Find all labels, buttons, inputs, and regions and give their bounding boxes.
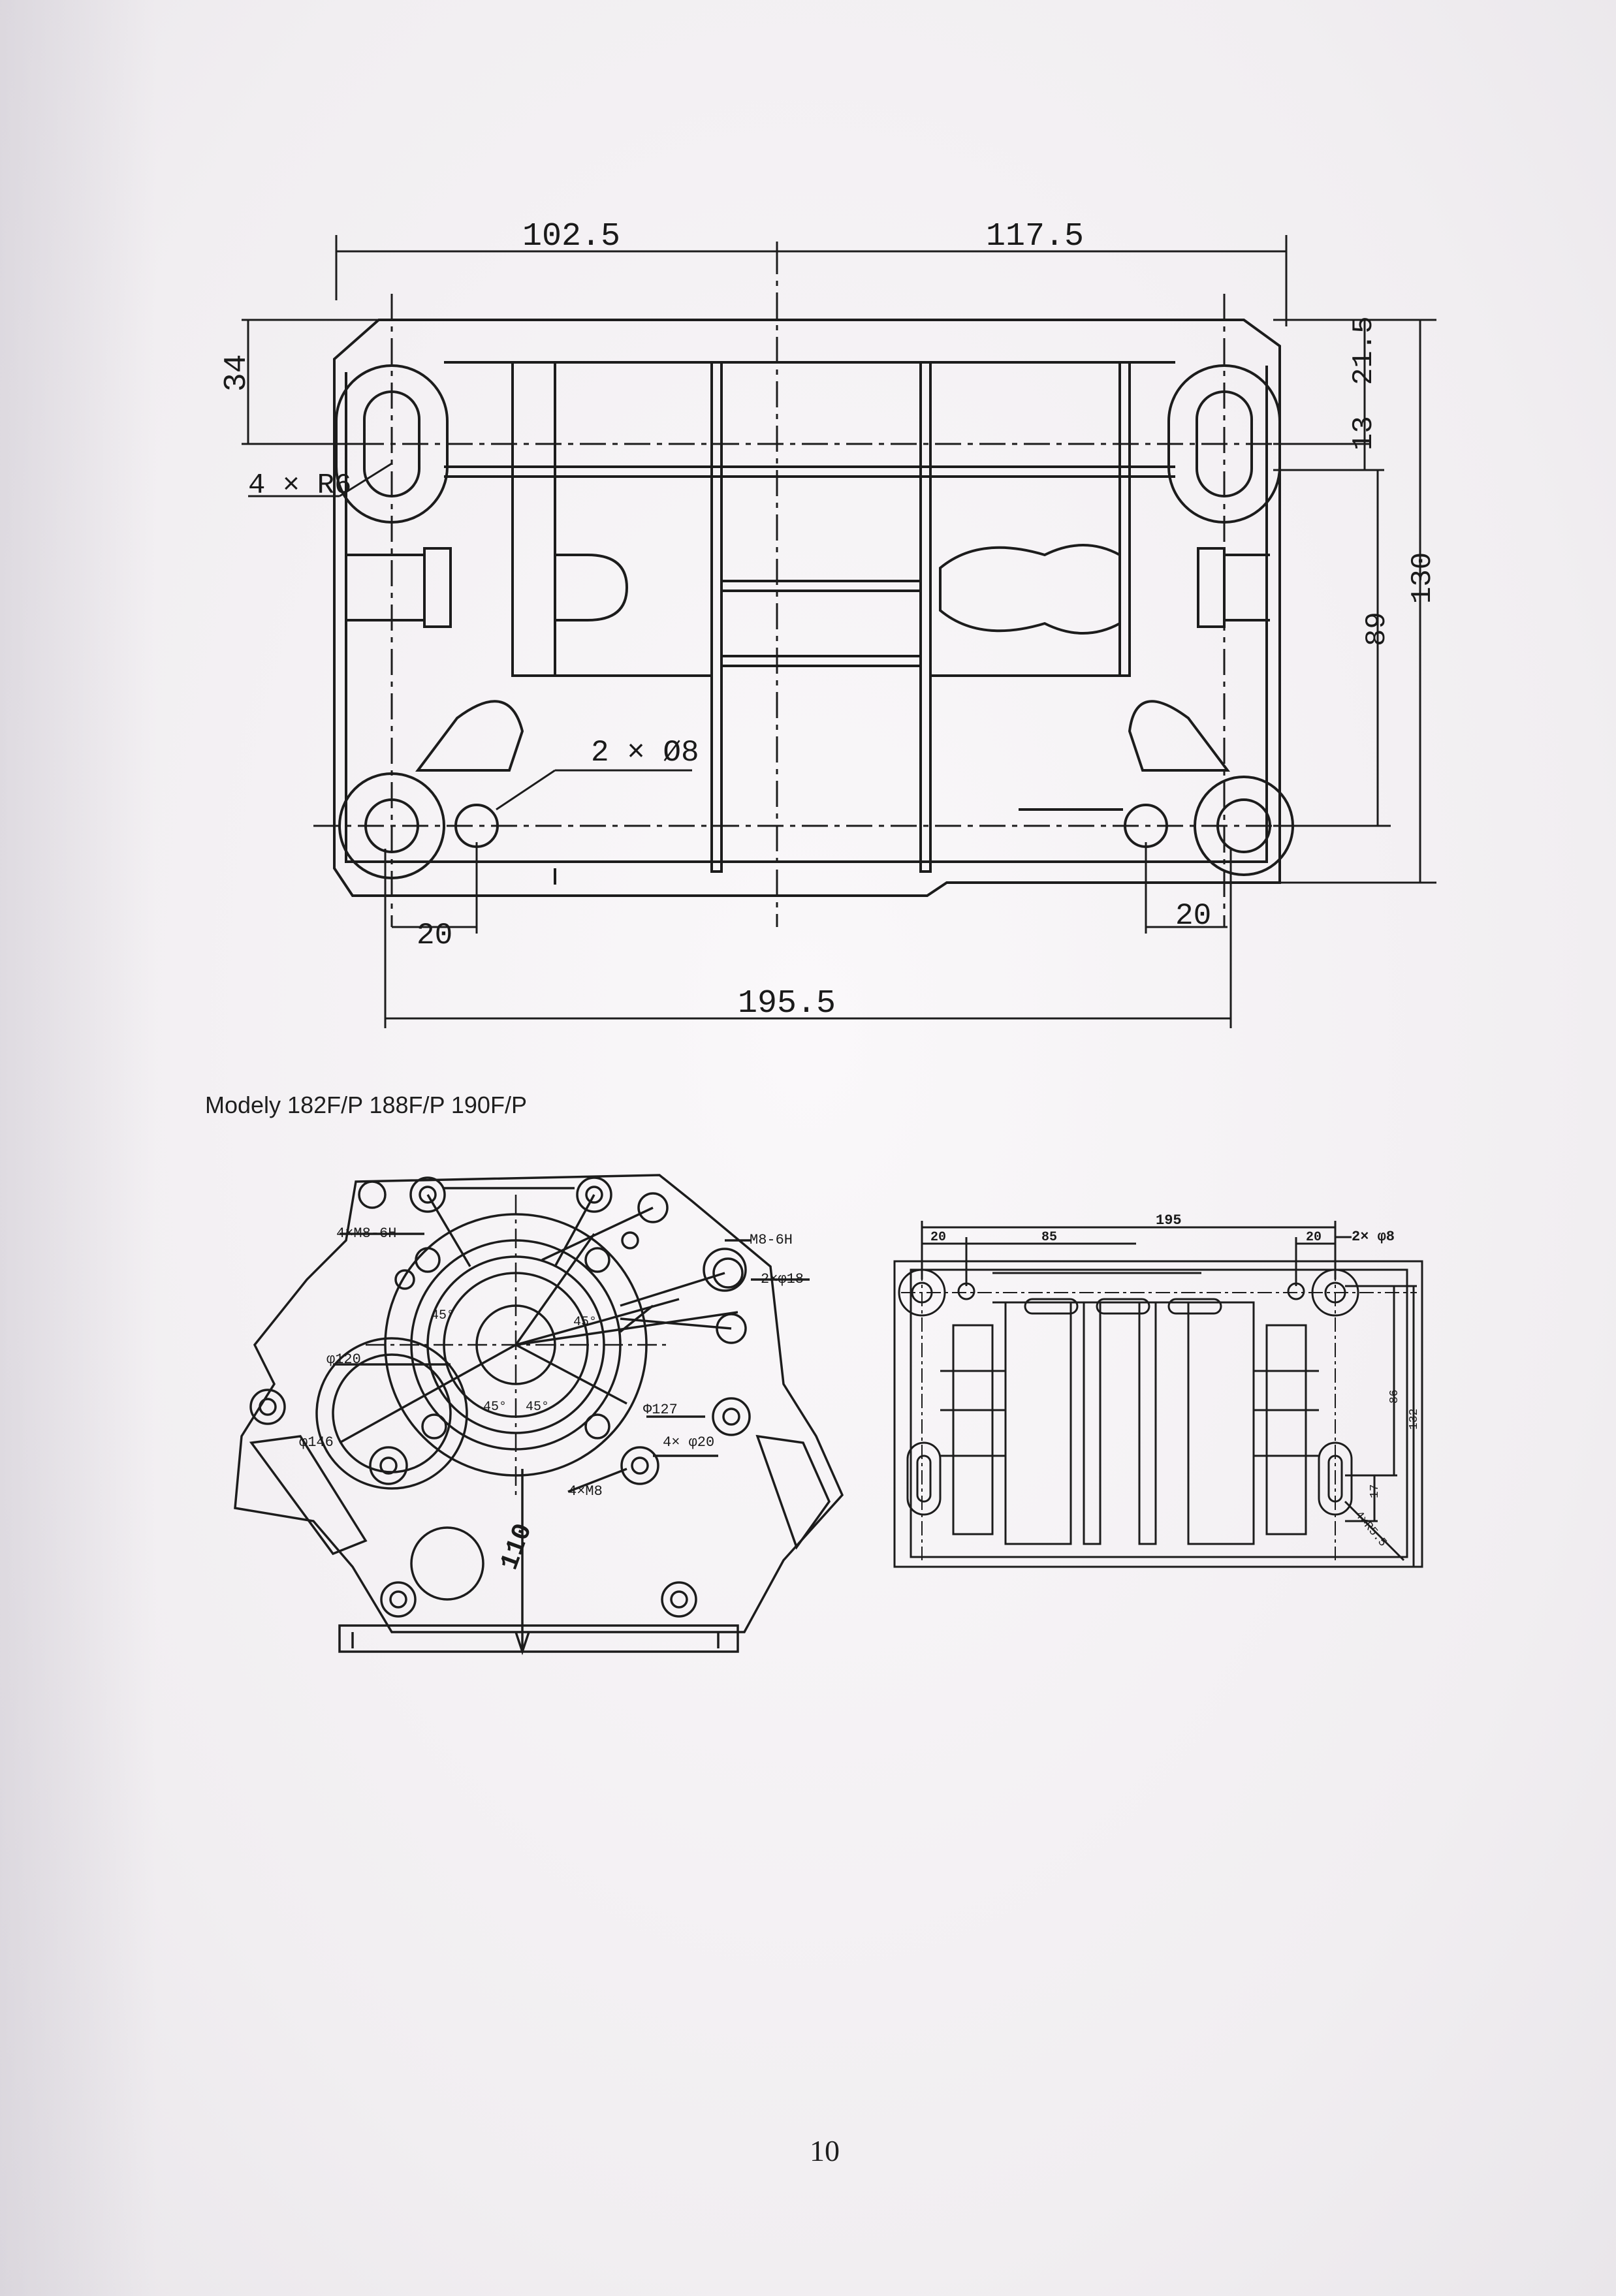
dim-offset-right: 20 (1175, 899, 1211, 933)
label-holes-right: 2×φ18 (761, 1271, 804, 1287)
dim-base: 195.5 (738, 985, 836, 1022)
dim-right-a: 21.5 (1348, 316, 1380, 385)
scan-edge-shading (0, 0, 157, 2296)
label-diam-127: Φ127 (643, 1402, 678, 1418)
dim-left-height: 34 (219, 354, 255, 392)
page-number: 10 (810, 2134, 840, 2167)
dim-right-total: 130 (1406, 552, 1439, 604)
label-thread-top: 4×M8-6H (336, 1225, 396, 1242)
dim-radius-55: 4×R5.5 (1352, 1509, 1389, 1550)
dim-left: 20 (930, 1230, 946, 1245)
dim-width: 195 (1156, 1212, 1182, 1229)
label-diam-146: φ146 (299, 1434, 334, 1451)
model-caption: Modely 182F/P 188F/P 190F/P (205, 1092, 527, 1118)
label-angle-3: 45° (483, 1400, 507, 1415)
dim-86: 86 (1388, 1389, 1401, 1404)
dim-top-left: 102.5 (522, 218, 620, 255)
dim-radius: 4 × R6 (248, 469, 351, 502)
dim-right: 20 (1306, 1230, 1322, 1245)
dim-holes: 2 × Ø8 (591, 736, 699, 770)
dim-17: 17 (1369, 1484, 1382, 1498)
dim-right-b: 13 (1348, 416, 1380, 450)
label-diam-120: φ120 (326, 1351, 361, 1368)
label-holes-20: 4× φ20 (663, 1434, 714, 1451)
dim-right-c: 89 (1361, 612, 1393, 646)
label-angle-1: 45° (431, 1308, 454, 1323)
label-thread-bottom: 4×M8 (568, 1483, 603, 1500)
dim-holes-8: 2× φ8 (1352, 1229, 1395, 1245)
dim-132: 132 (1408, 1409, 1421, 1430)
crankcase-bottom-view-drawing: 102.5 117.5 34 4 × R6 2 × Ø8 20 20 195.5… (219, 218, 1439, 1028)
dim-offset-left: 20 (417, 919, 452, 952)
dim-top-right: 117.5 (986, 218, 1084, 255)
label-angle-2: 45° (573, 1315, 597, 1330)
label-angle-4: 45° (526, 1400, 549, 1415)
label-thread-right: M8-6H (750, 1232, 793, 1248)
dim-mid: 85 (1041, 1230, 1057, 1245)
